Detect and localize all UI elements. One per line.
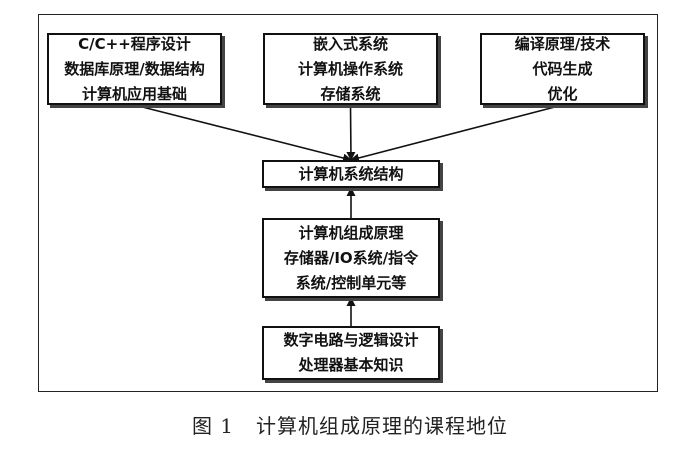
- node-systems-courses: 嵌入式系统 计算机操作系统 存储系统: [263, 33, 438, 105]
- node-line: 计算机操作系统: [297, 59, 403, 78]
- node-line: 计算机应用基础: [81, 84, 187, 103]
- caption-text: 计算机组成原理的课程地位: [256, 414, 509, 438]
- node-line: 编译原理/技术: [514, 34, 611, 53]
- figure-caption: 图 1 计算机组成原理的课程地位: [0, 410, 700, 439]
- node-line: C/C++程序设计: [78, 34, 191, 53]
- node-line: 数据库原理/数据结构: [64, 59, 205, 78]
- node-programming-courses: C/C++程序设计 数据库原理/数据结构 计算机应用基础: [47, 33, 222, 105]
- node-line: 优化: [547, 84, 578, 103]
- node-compiler-courses: 编译原理/技术 代码生成 优化: [480, 33, 645, 105]
- node-line: 存储器/IO系统/指令: [283, 248, 419, 267]
- edge-top_left-to-center: [134, 104, 352, 163]
- node-line: 计算机系统结构: [298, 164, 404, 183]
- diagram-frame: [38, 14, 658, 392]
- node-line: 数字电路与逻辑设计: [283, 331, 419, 349]
- node-line: 存储系统: [320, 84, 381, 103]
- edge-top_right-to-center: [350, 104, 563, 163]
- node-line: 嵌入式系统: [312, 34, 388, 53]
- node-line: 计算机组成原理: [298, 223, 404, 242]
- edge-top_mid-to-center: [346, 104, 356, 161]
- node-digital-logic: 数字电路与逻辑设计 处理器基本知识: [262, 326, 440, 380]
- figure-number: 图 1: [191, 414, 235, 438]
- node-computer-architecture: 计算机系统结构: [262, 160, 440, 188]
- node-line: 系统/控制单元等: [295, 273, 407, 292]
- node-line: 处理器基本知识: [298, 356, 404, 374]
- node-computer-organization: 计算机组成原理 存储器/IO系统/指令 系统/控制单元等: [262, 218, 440, 298]
- node-line: 代码生成: [532, 59, 593, 78]
